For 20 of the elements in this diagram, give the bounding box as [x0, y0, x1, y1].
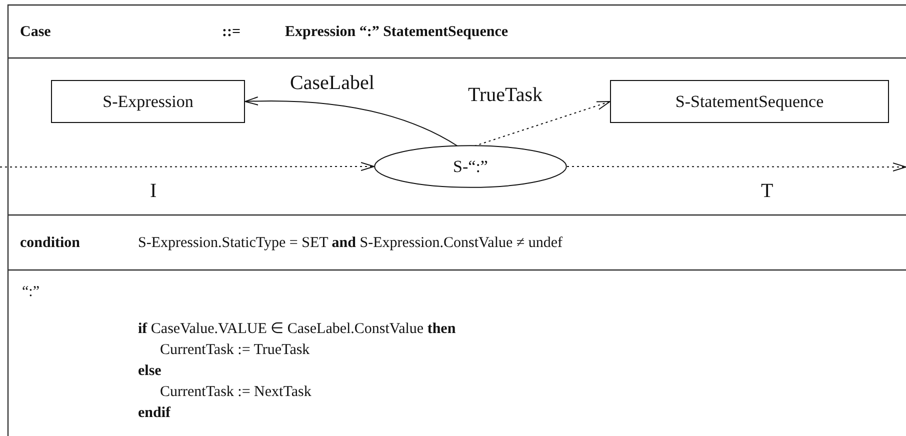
arrow: [244, 96, 458, 146]
node-label: S-“:”: [453, 156, 488, 176]
grammar-rule-body: Expression “:” StatementSequence: [285, 23, 508, 41]
grammar-rule-name: Case: [20, 23, 51, 41]
code-line: endif: [138, 404, 171, 422]
node-label: S-StatementSequence: [675, 92, 824, 112]
code-line: if CaseValue.VALUE ∈ CaseLabel.ConstValue then: [138, 320, 456, 338]
code-line: else: [138, 362, 162, 380]
token-label: “:”: [22, 283, 40, 301]
condition-keyword: condition: [20, 234, 80, 252]
code-line: CurrentTask := TrueTask: [160, 341, 310, 359]
code-line: CurrentTask := NextTask: [160, 383, 312, 401]
rectangle-node: [51, 80, 245, 123]
ellipse-node: [374, 145, 567, 188]
condition-text: S-Expression.StaticType = SET and S-Expression.ConstValue ≠ undef: [138, 234, 563, 252]
rectangle-node: [610, 80, 889, 123]
node-label: S-Expression: [102, 92, 194, 112]
arrow: [566, 162, 906, 172]
arrow: [0, 162, 374, 172]
definition-symbol: ::=: [222, 23, 241, 41]
